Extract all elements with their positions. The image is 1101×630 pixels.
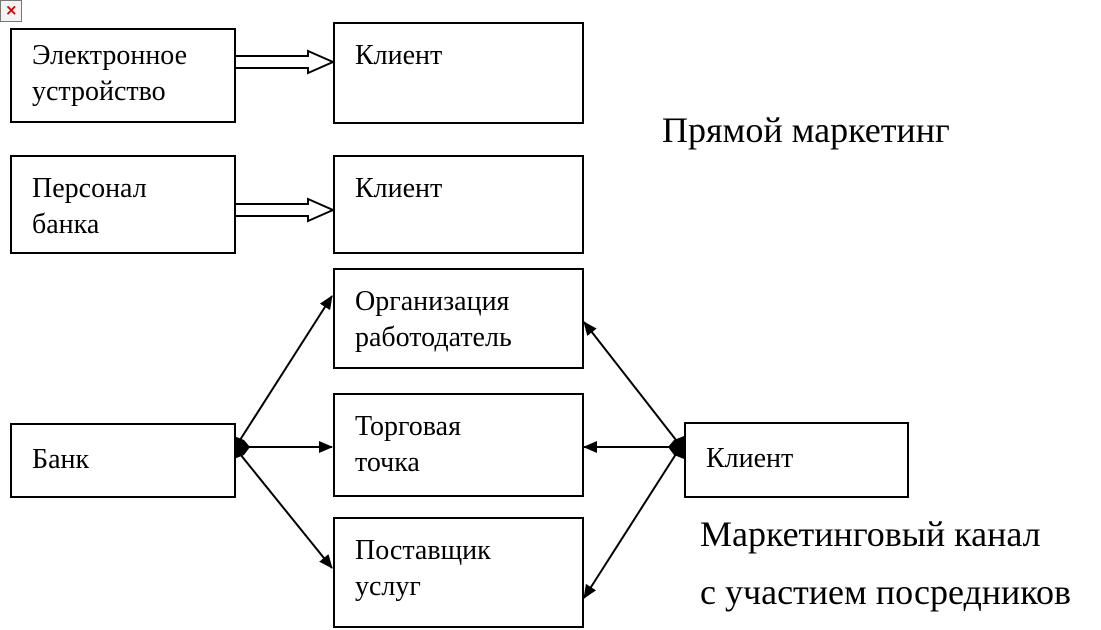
box-service-provider: Поставщик услуг [333, 517, 584, 628]
arrow-bank-to-employer [239, 295, 333, 441]
box-line: устройство [32, 76, 166, 107]
box-line: Банк [32, 444, 90, 475]
hollow-arrow-staff-to-client [234, 197, 336, 223]
box-line: Клиент [706, 443, 794, 474]
box-line: Клиент [355, 40, 443, 71]
box-client-2: Клиент [333, 155, 584, 254]
intermediary-channel-title-line-1: Маркетинговый канал [700, 514, 1041, 554]
box-line: Клиент [355, 173, 443, 204]
box-bank: Банк [10, 423, 236, 498]
box-line: Организация [355, 286, 510, 317]
arrow-bank-to-provider [239, 453, 333, 569]
arrow-client-to-provider [583, 453, 677, 599]
box-line: работодатель [355, 322, 512, 353]
direct-marketing-title: Прямой маркетинг [662, 110, 950, 150]
box-client-channel: Клиент [684, 422, 909, 498]
box-line: банка [32, 209, 100, 240]
box-line: Торговая [355, 411, 461, 442]
broken-image-glyph: × [5, 1, 18, 19]
box-bank-staff: Персонал банка [10, 155, 236, 254]
box-retail-outlet: Торговая точка [333, 393, 584, 497]
box-line: Персонал [32, 173, 147, 204]
box-client-1: Клиент [333, 22, 584, 124]
junction-node-client [668, 436, 684, 459]
junction-node-bank [234, 436, 250, 459]
box-line: точка [355, 447, 420, 478]
box-line: Электронное [32, 40, 188, 71]
box-line: услуг [355, 571, 421, 602]
box-line: Поставщик [355, 535, 491, 566]
arrow-client-to-employer [583, 321, 677, 441]
intermediary-channel-title-line-2: с участием посредников [700, 572, 1071, 612]
box-employer-organization: Организация работодатель [333, 268, 584, 369]
broken-image-icon: × [0, 0, 22, 22]
hollow-arrow-device-to-client [234, 49, 336, 75]
box-electronic-device: Электронное устройство [10, 28, 236, 123]
